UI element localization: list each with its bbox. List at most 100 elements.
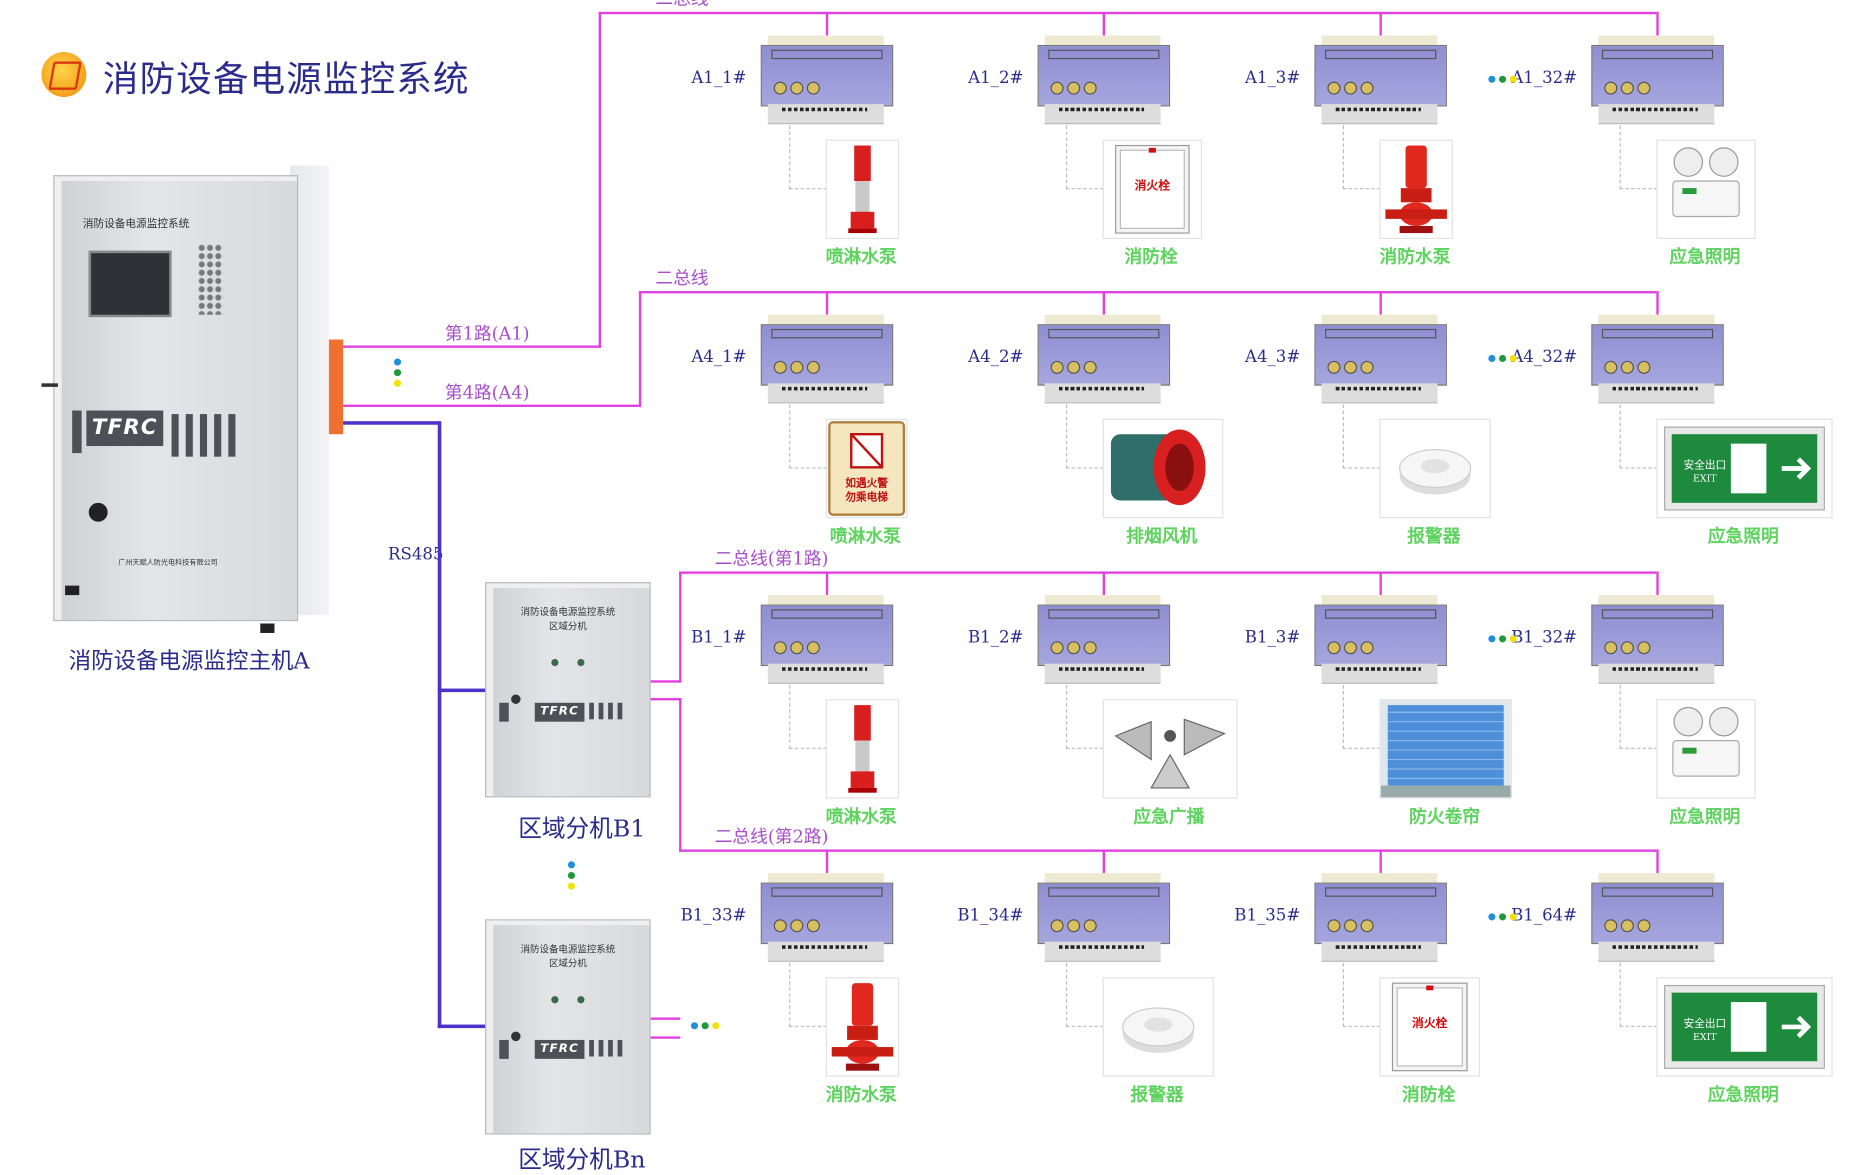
module-label: B1_3# — [1244, 628, 1301, 648]
connection-dashed-line — [1065, 125, 1104, 190]
bus-a1-wire — [343, 345, 600, 348]
bus-drop-wire — [1379, 849, 1382, 874]
device-label: 应急广播 — [1133, 805, 1205, 827]
bus-b1-2-wire — [679, 698, 682, 852]
ellipsis-dots — [1488, 913, 1517, 921]
dot — [1498, 913, 1507, 921]
bus-b1-1-wire — [650, 680, 682, 683]
exit-sign-icon: 安全出口 EXIT — [1656, 418, 1833, 519]
module-label: B1_64# — [1511, 906, 1578, 926]
fire-logo-icon — [41, 52, 87, 98]
power-monitor-module — [1591, 595, 1724, 684]
power-monitor-module — [1037, 595, 1171, 684]
device-label: 防火卷帘 — [1409, 805, 1481, 827]
connection-dashed-line — [1065, 685, 1104, 749]
rs485-wire — [437, 688, 486, 693]
connection-dashed-line — [789, 685, 827, 749]
dot — [1509, 75, 1517, 83]
rs485-wire — [343, 421, 441, 425]
power-monitor-module — [1037, 35, 1171, 125]
bus-b1-1-wire — [679, 571, 1657, 574]
power-monitor-module — [1314, 873, 1447, 962]
bus-a4-wire — [638, 291, 642, 407]
shutter-icon — [1379, 699, 1513, 799]
fire-pump-icon — [1379, 139, 1453, 239]
sub-brand: TFRC — [534, 702, 585, 722]
module-label: B1_1# — [691, 628, 747, 648]
module-label: B1_35# — [1234, 906, 1301, 926]
bus-drop-wire — [1102, 849, 1106, 874]
sub-panel-subtitle: 区域分机 — [548, 621, 587, 632]
power-monitor-module — [1314, 314, 1447, 404]
bus-drop-wire — [1102, 291, 1106, 315]
sub-host-label-b1: 区域分机B1 — [518, 813, 646, 843]
connection-dashed-line — [1619, 685, 1658, 749]
ellipsis-dots — [1488, 75, 1517, 83]
dot — [393, 358, 402, 366]
rs485-wire — [437, 1024, 486, 1029]
bus-label: 二总线(第1路) — [714, 547, 829, 570]
device-label: 报警器 — [1407, 525, 1461, 547]
svg-text:EXIT: EXIT — [1693, 474, 1717, 485]
bus-drop-wire — [825, 11, 829, 36]
bus-label: 二总线 — [655, 267, 709, 289]
module-label: A4_1# — [691, 347, 747, 367]
svg-text:勿乘电梯: 勿乘电梯 — [844, 490, 888, 503]
connection-dashed-line — [1342, 404, 1381, 469]
connection-dashed-line — [1065, 404, 1104, 469]
ellipsis-dots — [690, 1022, 720, 1030]
connection-dashed-line — [1619, 125, 1658, 190]
connection-dashed-line — [1619, 963, 1658, 1027]
sub-panel-subtitle: 区域分机 — [548, 958, 587, 969]
ellipsis-dots — [1488, 635, 1517, 643]
power-monitor-module — [1591, 35, 1724, 125]
dot — [1498, 354, 1507, 363]
power-monitor-module — [760, 595, 894, 684]
svg-text:消火栓: 消火栓 — [1412, 1016, 1448, 1030]
emergency-light-icon — [1656, 139, 1756, 239]
sub-host-label-bn: 区域分机Bn — [518, 1145, 646, 1174]
connection-dashed-line — [789, 963, 827, 1027]
power-monitor-module — [1591, 873, 1724, 962]
bus-drop-wire — [1379, 291, 1382, 315]
hydrant-icon: 消火栓 — [1102, 139, 1203, 239]
port-label-a1: 第1路(A1) — [444, 322, 530, 345]
dot — [1488, 75, 1496, 83]
device-label: 消防栓 — [1401, 1083, 1456, 1106]
dot — [567, 871, 575, 880]
sub-brand: TFRC — [534, 1039, 585, 1059]
bus-a1-wire — [598, 11, 602, 348]
dot — [567, 861, 575, 869]
sub-host-cabinet: 消防设备电源监控系统 区域分机 TFRC — [485, 919, 651, 1138]
dot — [712, 1022, 720, 1030]
device-label: 应急照明 — [1669, 246, 1741, 268]
svg-text:安全出口: 安全出口 — [1684, 459, 1727, 472]
port-label-a4: 第4路(A4) — [444, 382, 530, 404]
sprinkler-pump-icon — [825, 139, 900, 239]
connection-dashed-line — [1342, 685, 1381, 749]
power-monitor-module — [1314, 595, 1447, 684]
bus-label: 二总线(第2路) — [714, 825, 829, 848]
module-label: A1_2# — [968, 68, 1024, 88]
host-connector — [328, 339, 344, 435]
svg-text:安全出口: 安全出口 — [1684, 1017, 1727, 1030]
bus-bn-wire — [650, 1036, 681, 1039]
bus-a1-wire — [598, 11, 1657, 15]
device-label: 喷淋水泵 — [825, 805, 897, 827]
bus-drop-wire — [825, 849, 829, 874]
connection-dashed-line — [1342, 963, 1381, 1027]
main-host-cabinet: 消防设备电源监控系统 TFRC 广州天赋人防光电科技有限公司 — [41, 165, 329, 633]
bus-drop-wire — [1102, 571, 1106, 596]
device-label: 应急照明 — [1669, 805, 1741, 827]
device-label: 消防水泵 — [1379, 246, 1451, 268]
device-label: 消防水泵 — [825, 1083, 897, 1106]
dot — [1498, 635, 1507, 643]
bus-b1-2-wire — [679, 849, 1657, 852]
power-monitor-module — [760, 35, 894, 125]
module-label: A4_32# — [1511, 347, 1578, 367]
dot — [393, 379, 402, 387]
bus-drop-wire — [1656, 11, 1659, 36]
device-label: 应急照明 — [1707, 1083, 1779, 1106]
hydrant-icon: 消火栓 — [1379, 977, 1481, 1077]
dot — [1488, 354, 1496, 363]
